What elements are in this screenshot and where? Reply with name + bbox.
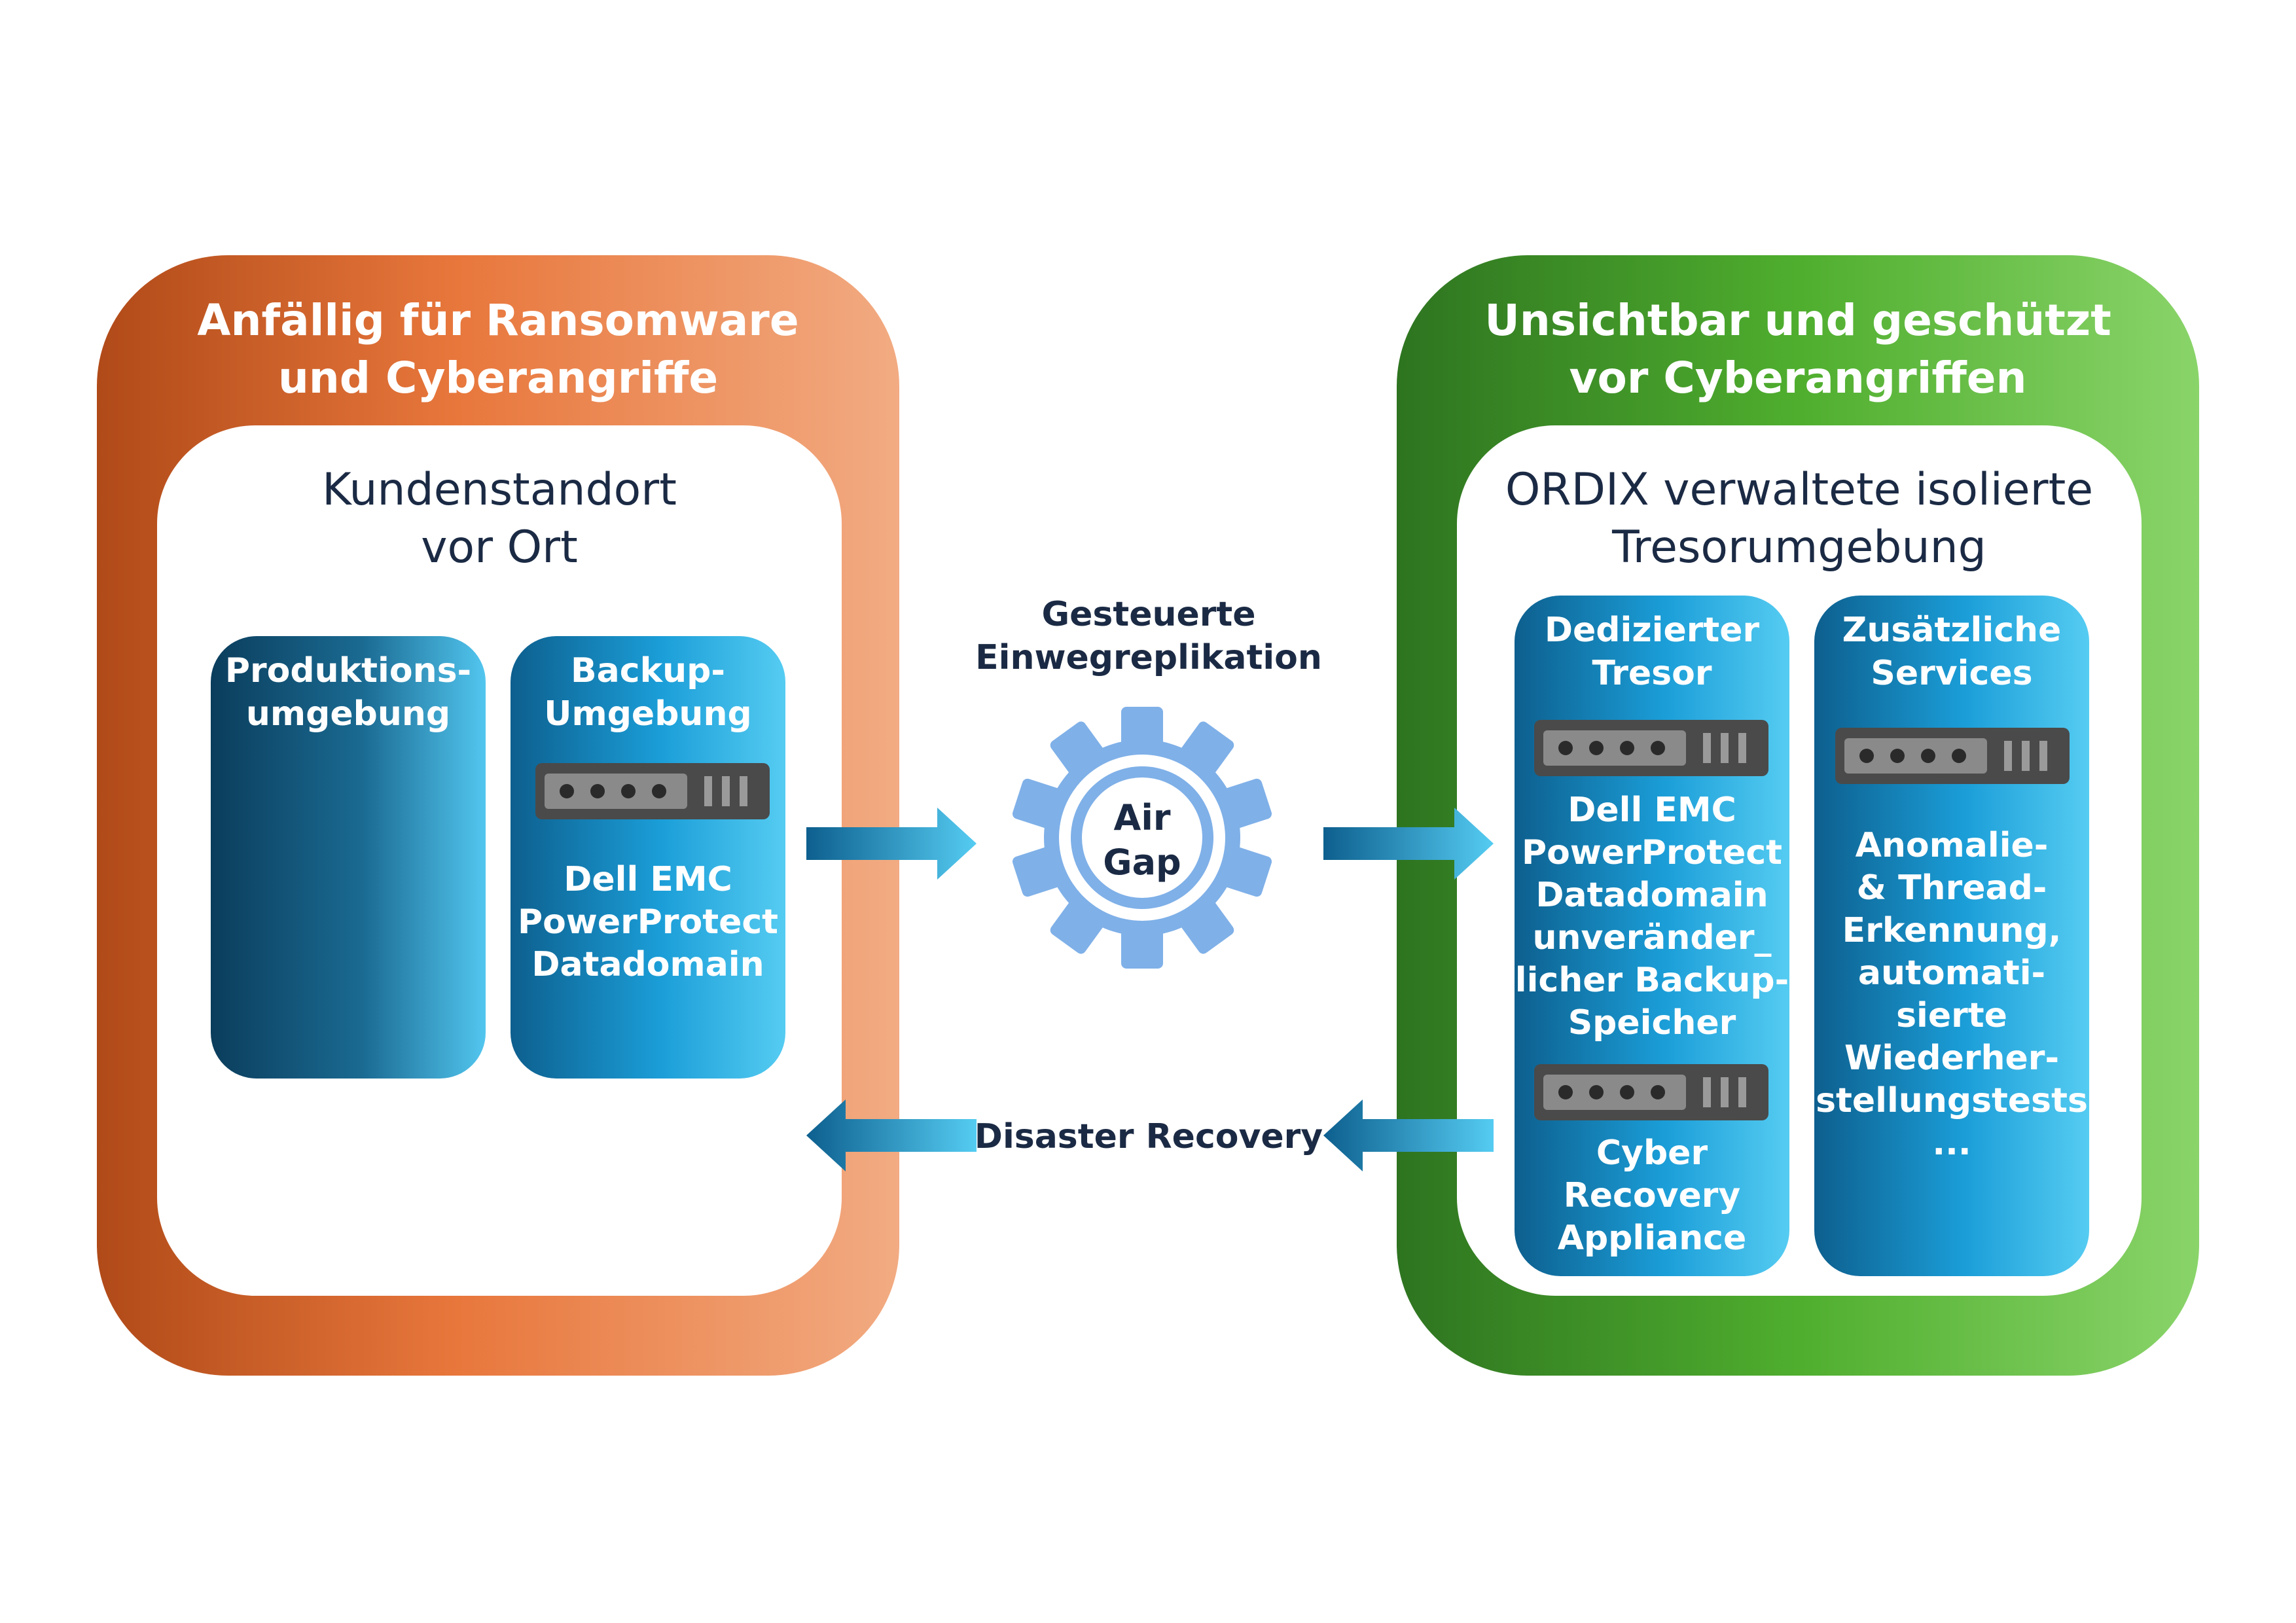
services-card-title: Zusätzliche Services: [1842, 611, 2062, 693]
server-icon: [1534, 720, 1768, 776]
production-card-title: Produktions- umgebung: [224, 651, 472, 734]
right-panel-title: Unsichtbar und geschützt vor Cyberangrif…: [1484, 295, 2111, 403]
production-card: Produktions- umgebung: [211, 636, 486, 1079]
backup-card: Backup- Umgebung Dell EMC PowerProtect D…: [511, 636, 785, 1079]
right-subtitle: ORDIX verwaltete isolierte Tresorumgebun…: [1505, 464, 2094, 573]
arrow-right-icon: [1323, 808, 1494, 880]
vault-card: Dedizierter Tresor Dell EMC PowerProtect…: [1515, 596, 1789, 1276]
vault-card-text2: Cyber Recovery Appliance: [1557, 1133, 1747, 1258]
disaster-recovery-label: Disaster Recovery: [974, 1117, 1323, 1156]
arrow-right-icon: [806, 808, 977, 880]
arrow-left-icon: [806, 1099, 977, 1171]
server-icon: [1534, 1064, 1768, 1120]
air-gap-label: Air Gap: [1103, 797, 1181, 883]
backup-card-title: Backup- Umgebung: [544, 651, 752, 734]
server-icon: [535, 763, 770, 819]
left-subtitle: Kundenstandort vor Ort: [322, 464, 677, 573]
left-panel-title: Anfällig für Ransomware und Cyberangriff…: [197, 295, 799, 403]
services-card: Zusätzliche Services Anomalie- & Thread-…: [1814, 596, 2089, 1276]
vault-card-title: Dedizierter Tresor: [1544, 611, 1760, 693]
services-card-text: Anomalie- & Thread- Erkennung, automati-…: [1816, 826, 2088, 1163]
replication-label: Gesteuerte Einwegreplikation: [975, 595, 1322, 677]
server-icon: [1835, 728, 2070, 784]
vault-card-text: Dell EMC PowerProtect Datadomain unverän…: [1515, 791, 1789, 1043]
gear-icon: [1012, 707, 1272, 969]
arrow-left-icon: [1323, 1099, 1494, 1171]
backup-card-text: Dell EMC PowerProtect Datadomain: [517, 860, 779, 984]
